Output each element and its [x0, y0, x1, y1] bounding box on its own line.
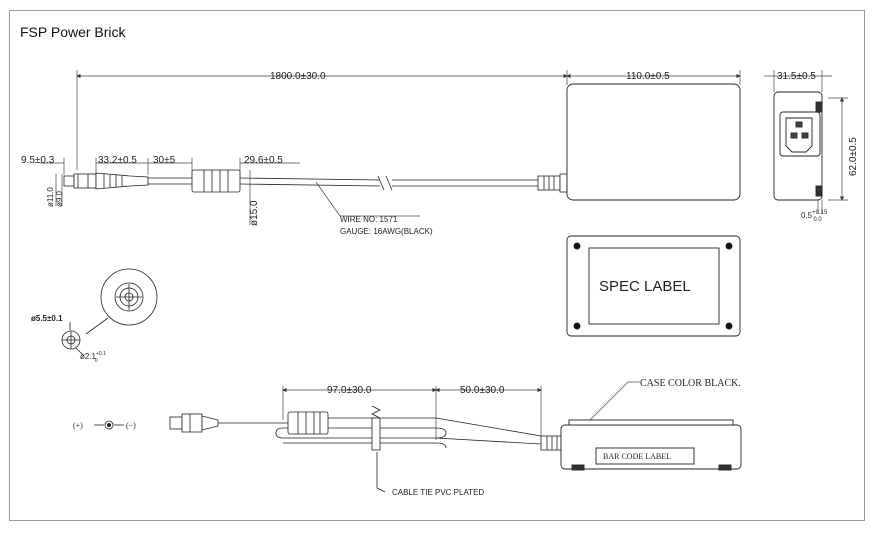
bar-code-label: BAR CODE LABEL — [603, 452, 671, 461]
polarity-symbol — [94, 420, 124, 430]
wire-note-leader — [315, 181, 420, 217]
cable-tie-note: CABLE TIE PVC PLATED — [392, 488, 484, 497]
dim-split-b: 50.0±30.0 — [460, 385, 505, 396]
assembly-dimension-lines — [282, 386, 542, 440]
page-title: FSP Power Brick — [20, 24, 126, 40]
coiled-cable — [218, 417, 542, 449]
output-cable — [148, 175, 538, 191]
case-color-note: CASE COLOR BLACK. — [640, 378, 741, 389]
ferrite-core-assembly — [287, 411, 329, 435]
cable-strain-relief-assembly — [540, 435, 562, 451]
brick-top-view — [566, 83, 741, 201]
dim-plug-body: 33.2±0.5 — [98, 155, 137, 166]
dim-plug-tip: 9.5±0.3 — [21, 155, 55, 166]
cable-tie — [371, 405, 386, 493]
dim-body-length: 110.0±0.5 — [626, 71, 670, 82]
dim-dia-9: ø9.0 — [55, 190, 64, 207]
ferrite-core-top — [191, 169, 241, 193]
dim-body-depth: 31.5±0.5 — [777, 71, 816, 82]
side-dimension-lines — [764, 70, 848, 214]
dim-ferrite-length: 29.6±0.5 — [244, 155, 283, 166]
dim-dia-11: ø11.0 — [46, 187, 55, 207]
polarity-minus: (−) — [126, 421, 136, 430]
dim-split-a: 97.0±30.0 — [327, 385, 372, 396]
dim-cable-length: 1800.0±30.0 — [270, 71, 326, 82]
spec-label-view — [566, 235, 741, 337]
brick-front-view — [560, 419, 742, 471]
polarity-plus: (+) — [73, 421, 83, 430]
dim-body-height: 62.0±0.5 — [848, 137, 859, 176]
wire-gauge-note: GAUGE: 16AWG(BLACK) — [340, 227, 433, 236]
top-dimension-lines — [40, 70, 741, 225]
wire-number-note: WIRE NO: 1571 — [340, 215, 398, 224]
spec-label-text: SPEC LABEL — [599, 278, 691, 295]
dim-barrel-outer: ø5.5±0.1 — [31, 314, 63, 323]
case-color-leader — [589, 381, 640, 421]
brick-side-view — [773, 91, 823, 201]
dc-plug-assembly — [169, 413, 219, 433]
dim-ferrite-offset: 30±5 — [153, 155, 176, 166]
dc-plug-top — [63, 172, 149, 190]
dim-dia-15: ø15.0 — [249, 200, 260, 226]
barrel-detail — [61, 268, 158, 357]
cable-strain-relief-top — [537, 173, 568, 193]
